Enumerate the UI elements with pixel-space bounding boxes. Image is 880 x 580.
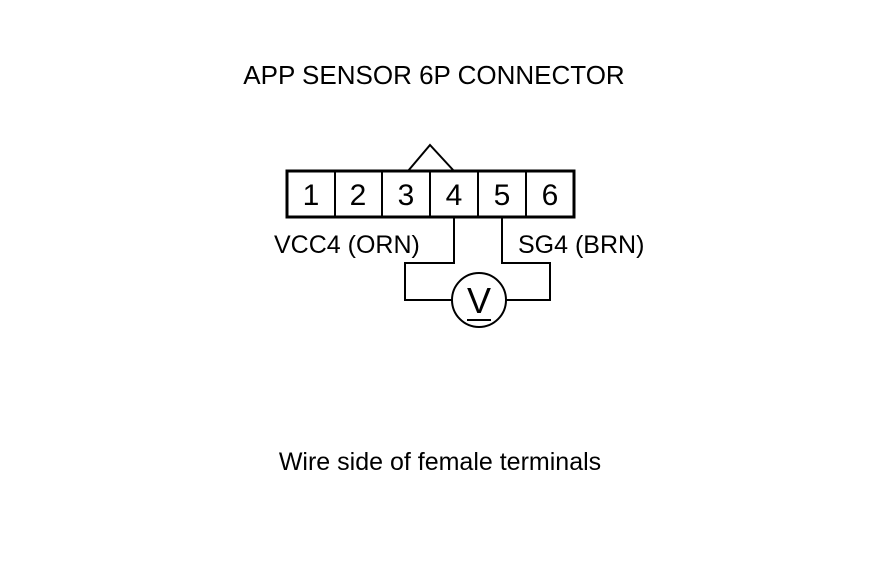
vcc4-wire-label: VCC4 (ORN) xyxy=(274,231,420,259)
voltmeter-icon: V xyxy=(451,272,507,328)
voltmeter-symbol: V xyxy=(467,280,491,321)
right-probe-wire xyxy=(501,217,551,301)
pin-labels: 1 2 3 4 5 6 xyxy=(303,179,559,212)
pin-5-label: 5 xyxy=(494,179,511,212)
pin-6-label: 6 xyxy=(542,179,559,212)
pin-3-label: 3 xyxy=(398,179,415,212)
left-probe-wire xyxy=(404,217,455,301)
diagram-caption: Wire side of female terminals xyxy=(279,448,601,476)
sg4-wire-label: SG4 (BRN) xyxy=(518,231,644,259)
pin-dividers xyxy=(334,171,527,217)
connector-lock-tab xyxy=(407,143,455,172)
pin-4-label: 4 xyxy=(446,179,463,212)
pin-1-label: 1 xyxy=(303,179,320,212)
pin-2-label: 2 xyxy=(350,179,367,212)
diagram-title: APP SENSOR 6P CONNECTOR xyxy=(243,60,624,90)
